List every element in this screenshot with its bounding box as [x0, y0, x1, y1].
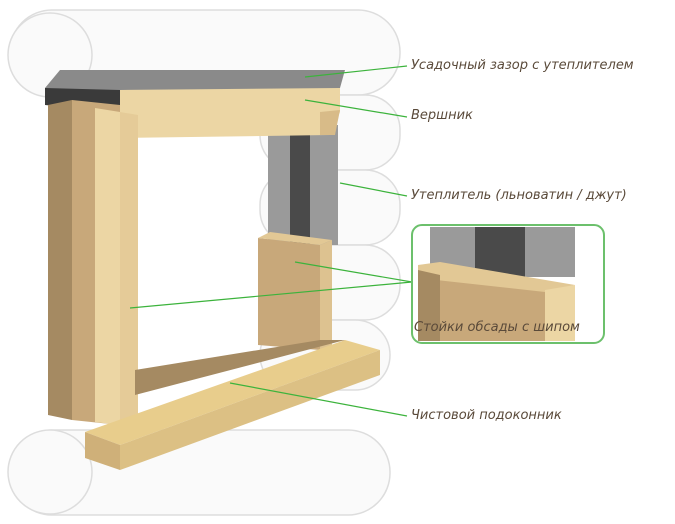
label-header: Вершник — [411, 108, 473, 123]
label-sill: Чистовой подоконник — [411, 408, 562, 423]
label-posts: Стойки обсады с шипом — [414, 320, 580, 335]
leader-lines — [129, 65, 413, 417]
insulation — [268, 125, 338, 245]
label-shrink-gap: Усадочный зазор с утеплителем — [411, 58, 634, 73]
right-post — [258, 232, 332, 350]
label-insulation: Утеплитель (льноватин / джут) — [411, 188, 627, 203]
left-post — [48, 100, 138, 428]
window-sill — [85, 340, 380, 470]
detail-inset — [411, 224, 605, 344]
header-beam — [120, 88, 340, 138]
